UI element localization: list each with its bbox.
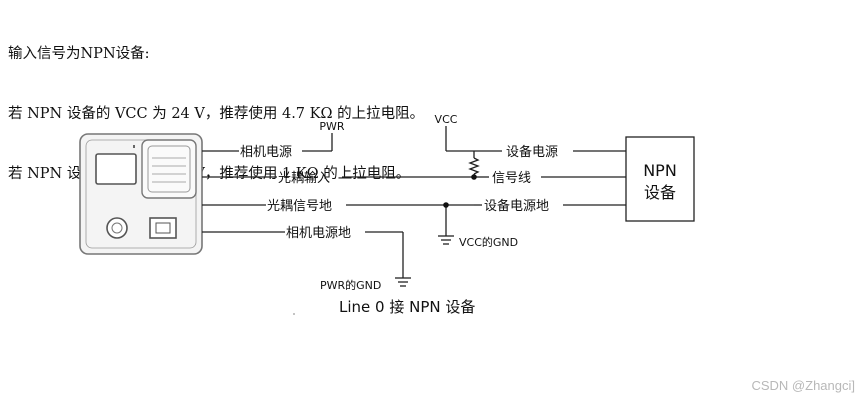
npn-box-line2: 设备 <box>644 183 676 202</box>
pull-up-resistor <box>468 157 480 175</box>
ground-junction-dot <box>443 202 449 208</box>
pwr-ground-symbol <box>395 277 411 287</box>
label-vcc: VCC <box>435 113 458 126</box>
label-camera-power: 相机电源 <box>240 145 292 160</box>
intro-title: 输入信号为NPN设备: <box>8 46 150 62</box>
label-opto-ground: 光耦信号地 <box>267 199 332 214</box>
label-signal-line: 信号线 <box>492 171 531 186</box>
camera-icon <box>79 133 203 255</box>
label-device-power: 设备电源 <box>506 144 558 160</box>
label-camera-power-ground: 相机电源地 <box>286 226 351 241</box>
label-opto-input: 光耦输入 <box>278 170 330 186</box>
label-vcc-gnd: VCC的GND <box>459 235 518 249</box>
stray-dot <box>293 313 295 315</box>
diagram-caption: Line 0 接 NPN 设备 <box>339 298 475 316</box>
npn-box-line1: NPN <box>643 161 677 180</box>
label-device-power-ground: 设备电源地 <box>484 198 549 214</box>
intro-line-24v: 若 NPN 设备的 VCC 为 24 V，推荐使用 4.7 KΩ 的上拉电阻。 <box>8 106 425 122</box>
npn-device-box <box>625 136 695 222</box>
label-pwr-gnd: PWR的GND <box>320 278 381 292</box>
left-wires <box>202 133 474 278</box>
vcc-ground-symbol <box>438 235 454 245</box>
label-pwr: PWR <box>319 120 345 133</box>
watermark: CSDN @Zhangci] <box>751 378 855 393</box>
signal-junction-dot <box>471 174 477 180</box>
vcc-wire <box>445 126 626 236</box>
